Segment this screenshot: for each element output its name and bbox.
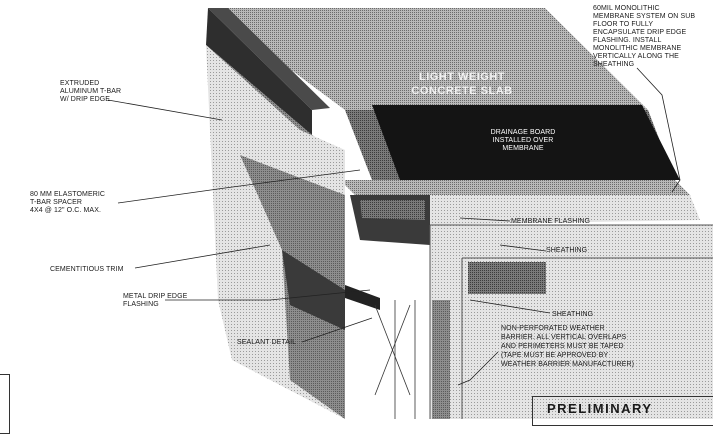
construction-detail-diagram: LIGHT WEIGHT CONCRETE SLAB 60MIL MONOLIT… (30, 5, 713, 419)
membrane-system-line: ENCAPSULATE DRIP EDGE (593, 29, 686, 36)
membrane-ledge (395, 195, 700, 225)
weather-barrier-line: NON-PERFORATED WEATHER (501, 325, 605, 332)
drainage-label-line: INSTALLED OVER (493, 137, 554, 144)
vertical-sheathing-strip (432, 300, 450, 419)
weather-barrier-label: NON-PERFORATED WEATHER BARRIER. ALL VERT… (501, 325, 634, 368)
sheathing-label: SHEATHING (552, 311, 593, 318)
tbar-upper-band (206, 8, 312, 135)
membrane-system-line: 60MIL MONOLITHIC (593, 5, 660, 12)
membrane-system-line: FLASHING. INSTALL (593, 37, 661, 44)
membrane-system-line: MEMBRANE SYSTEM ON SUB (593, 13, 695, 20)
drainage-label-line: DRAINAGE BOARD (491, 129, 556, 136)
membrane-system-line: VERTICALLY ALONG THE (593, 53, 679, 60)
spacer-highlight (360, 200, 425, 220)
wall-corner-frame (430, 225, 713, 419)
weather-barrier-line: (TAPE MUST BE APPROVED BY (501, 352, 608, 359)
membrane-system-line: MONOLITHIC MEMBRANE (593, 45, 681, 52)
cementitious-trim-label: CEMENTITIOUS TRIM (50, 266, 124, 273)
spacer-label-line: 4X4 @ 12" O.C. MAX. (30, 207, 101, 214)
membrane-flashing-label: MEMBRANE FLASHING (511, 218, 590, 225)
drip-edge-label: METAL DRIP EDGE FLASHING (123, 293, 188, 308)
membrane-system-line: FLOOR TO FULLY (593, 21, 653, 28)
tbar-label-line: ALUMINUM T-BAR (60, 88, 121, 95)
membrane-system-line: SHEATHING (593, 61, 634, 68)
slab-label-2: CONCRETE SLAB (411, 85, 512, 97)
membrane-system-label: 60MIL MONOLITHIC MEMBRANE SYSTEM ON SUB … (593, 5, 695, 68)
spacer-label-line: 80 MM ELASTOMERIC (30, 191, 105, 198)
weather-barrier-line: AND PERIMETERS MUST BE TAPED (501, 343, 624, 350)
preliminary-stamp: PRELIMINARY (532, 396, 713, 426)
tbar-label: EXTRUDED ALUMINUM T-BAR W/ DRIP EDGE (60, 80, 121, 103)
spacer-label-line: T-BAR SPACER (30, 199, 82, 206)
drip-line-2 (374, 304, 411, 396)
left-title-frame (0, 374, 10, 434)
weather-barrier-line: WEATHER BARRIER MANUFACTURER) (501, 361, 634, 368)
sheathing-panel (468, 262, 546, 294)
membrane-flashing-strip (340, 180, 690, 195)
slab-side-edge (208, 8, 330, 110)
drainage-label-line: MEMBRANE (502, 145, 543, 152)
sheathing-top-label: SHEATHING (546, 247, 587, 254)
concrete-slab-top (208, 8, 648, 110)
sealant-detail-label: SEALANT DETAIL (237, 339, 296, 346)
slab-label-1: LIGHT WEIGHT (419, 71, 505, 83)
metal-drip-edge (345, 285, 380, 310)
tbar-label-line: W/ DRIP EDGE (60, 96, 110, 103)
trim-dark-edge (282, 250, 345, 330)
wall-inner-face (462, 258, 713, 419)
leader-lines (107, 67, 681, 386)
spacer-label: 80 MM ELASTOMERIC T-BAR SPACER 4X4 @ 12"… (30, 191, 105, 214)
drainage-label: DRAINAGE BOARD INSTALLED OVER MEMBRANE (491, 129, 556, 152)
drip-edge-label-line: METAL DRIP EDGE (123, 293, 188, 300)
weather-barrier-line: BARRIER. ALL VERTICAL OVERLAPS (501, 334, 627, 341)
tbar-label-line: EXTRUDED (60, 80, 99, 87)
drainage-board (372, 105, 680, 180)
drip-edge-label-line: FLASHING (123, 301, 159, 308)
